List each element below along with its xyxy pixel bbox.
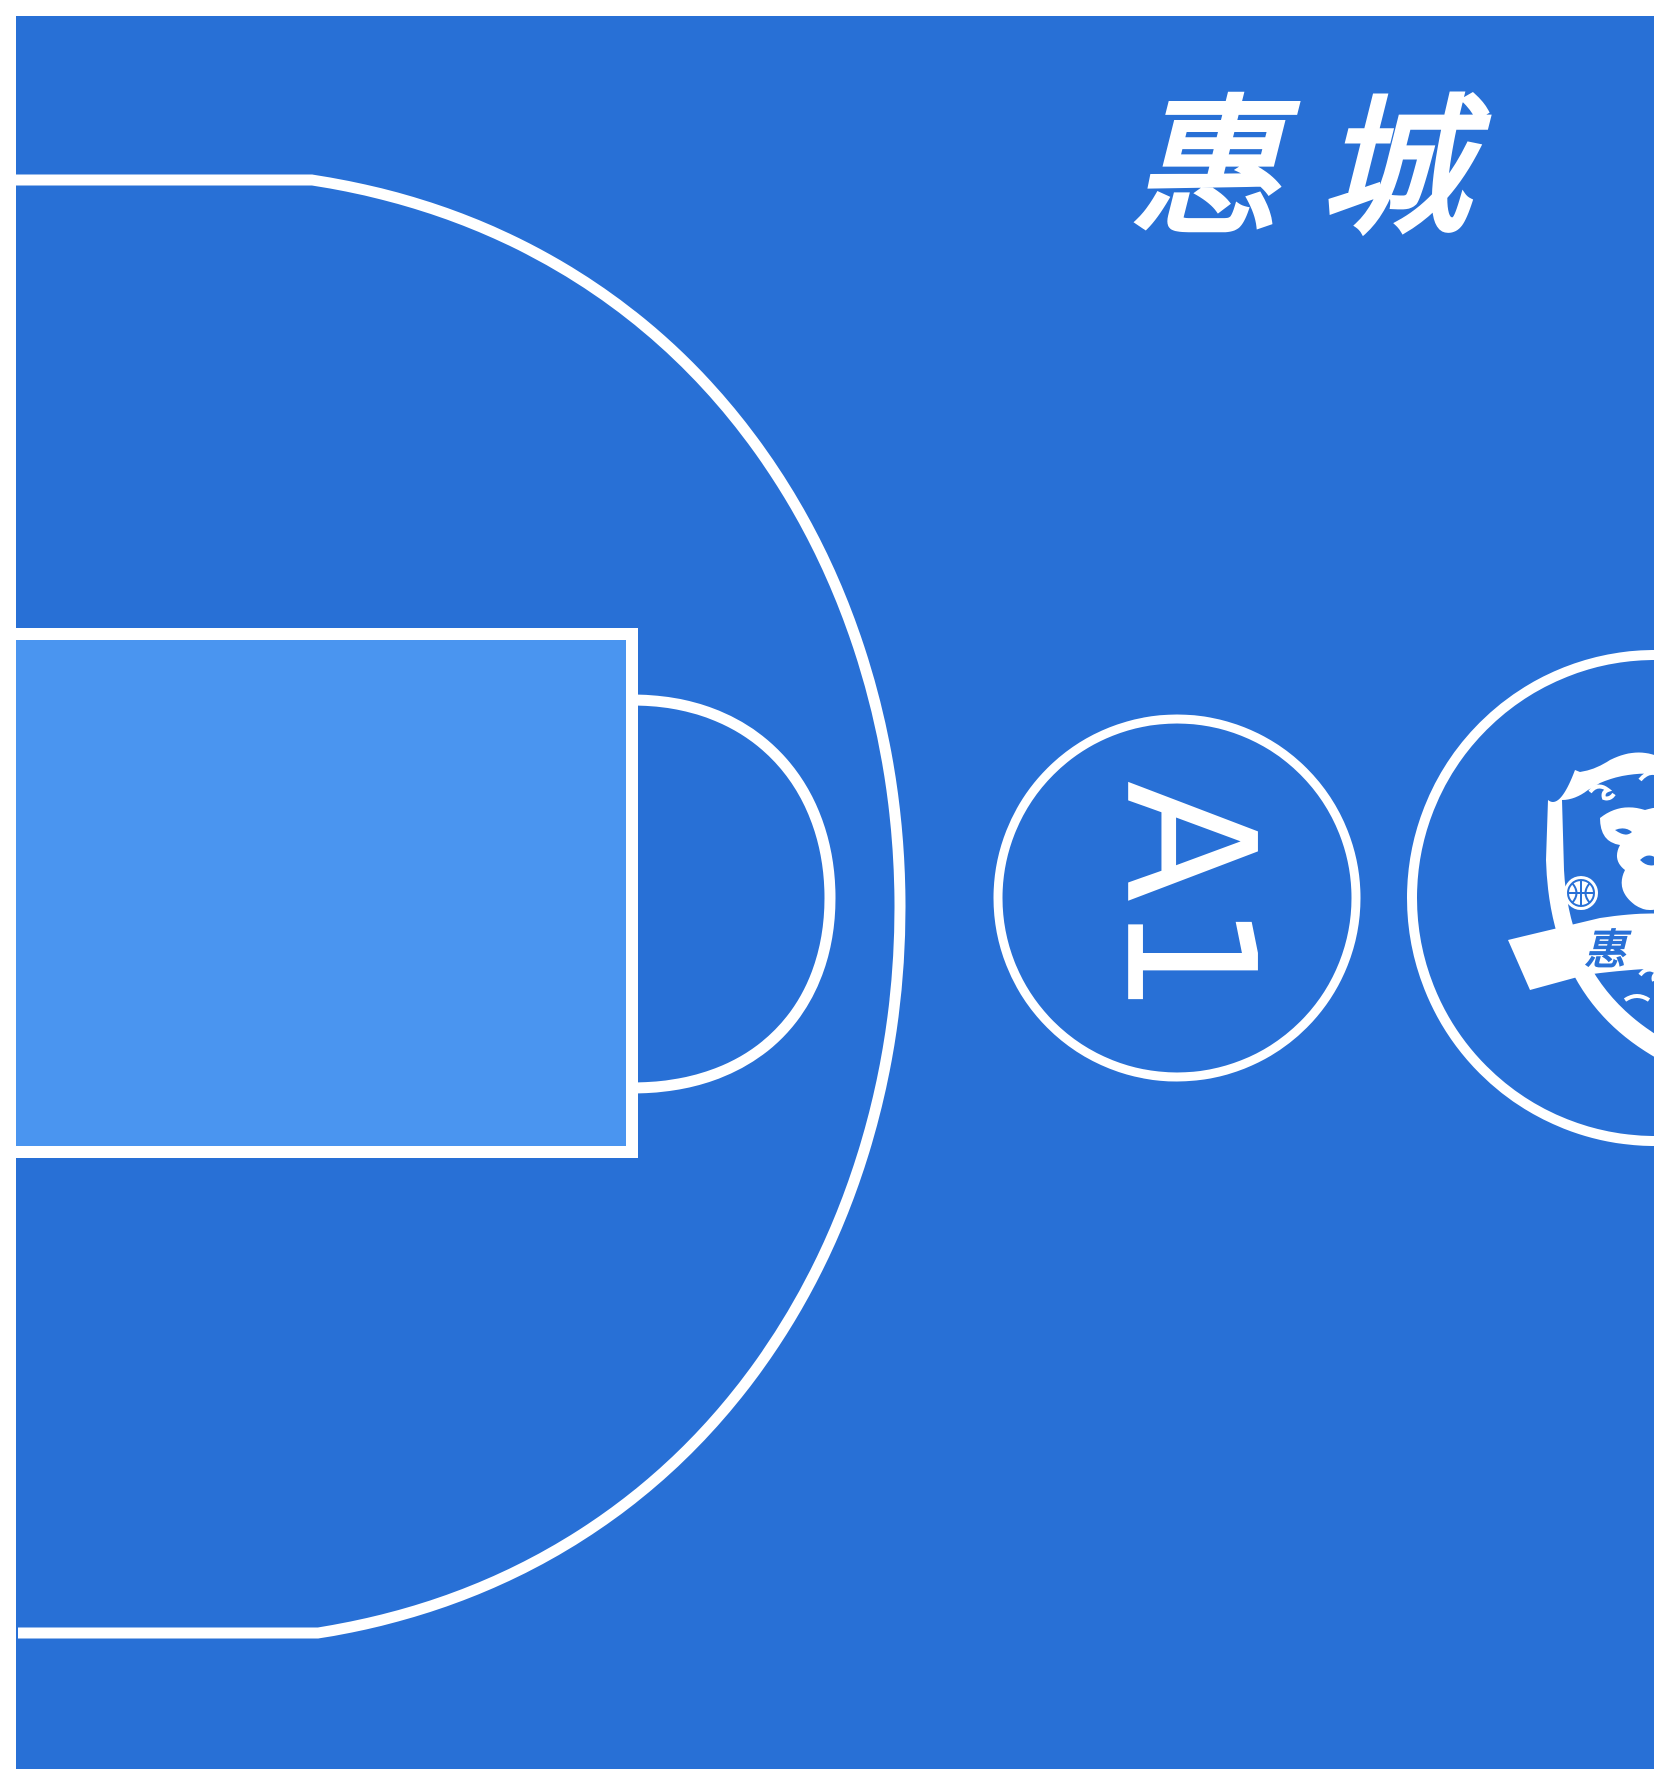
logo-lettering: 惠	[1584, 925, 1632, 974]
brand-title: 惠城	[1130, 80, 1510, 256]
court-border	[14, 14, 1656, 1771]
ribbon-banner	[1508, 913, 1655, 990]
painted-key	[15, 628, 638, 1158]
zone-label-a1: A1	[1086, 780, 1293, 1015]
dragon-icon	[1600, 807, 1655, 910]
free-throw-semicircle	[631, 694, 836, 1094]
center-circle	[1407, 650, 1655, 1146]
three-point-line	[15, 174, 906, 1639]
cloud-swirl-icon	[1588, 784, 1616, 801]
team-logo-crest: 惠	[1508, 752, 1655, 1058]
zone-marker-circle	[993, 714, 1361, 1082]
basketball-icon	[1564, 876, 1598, 910]
